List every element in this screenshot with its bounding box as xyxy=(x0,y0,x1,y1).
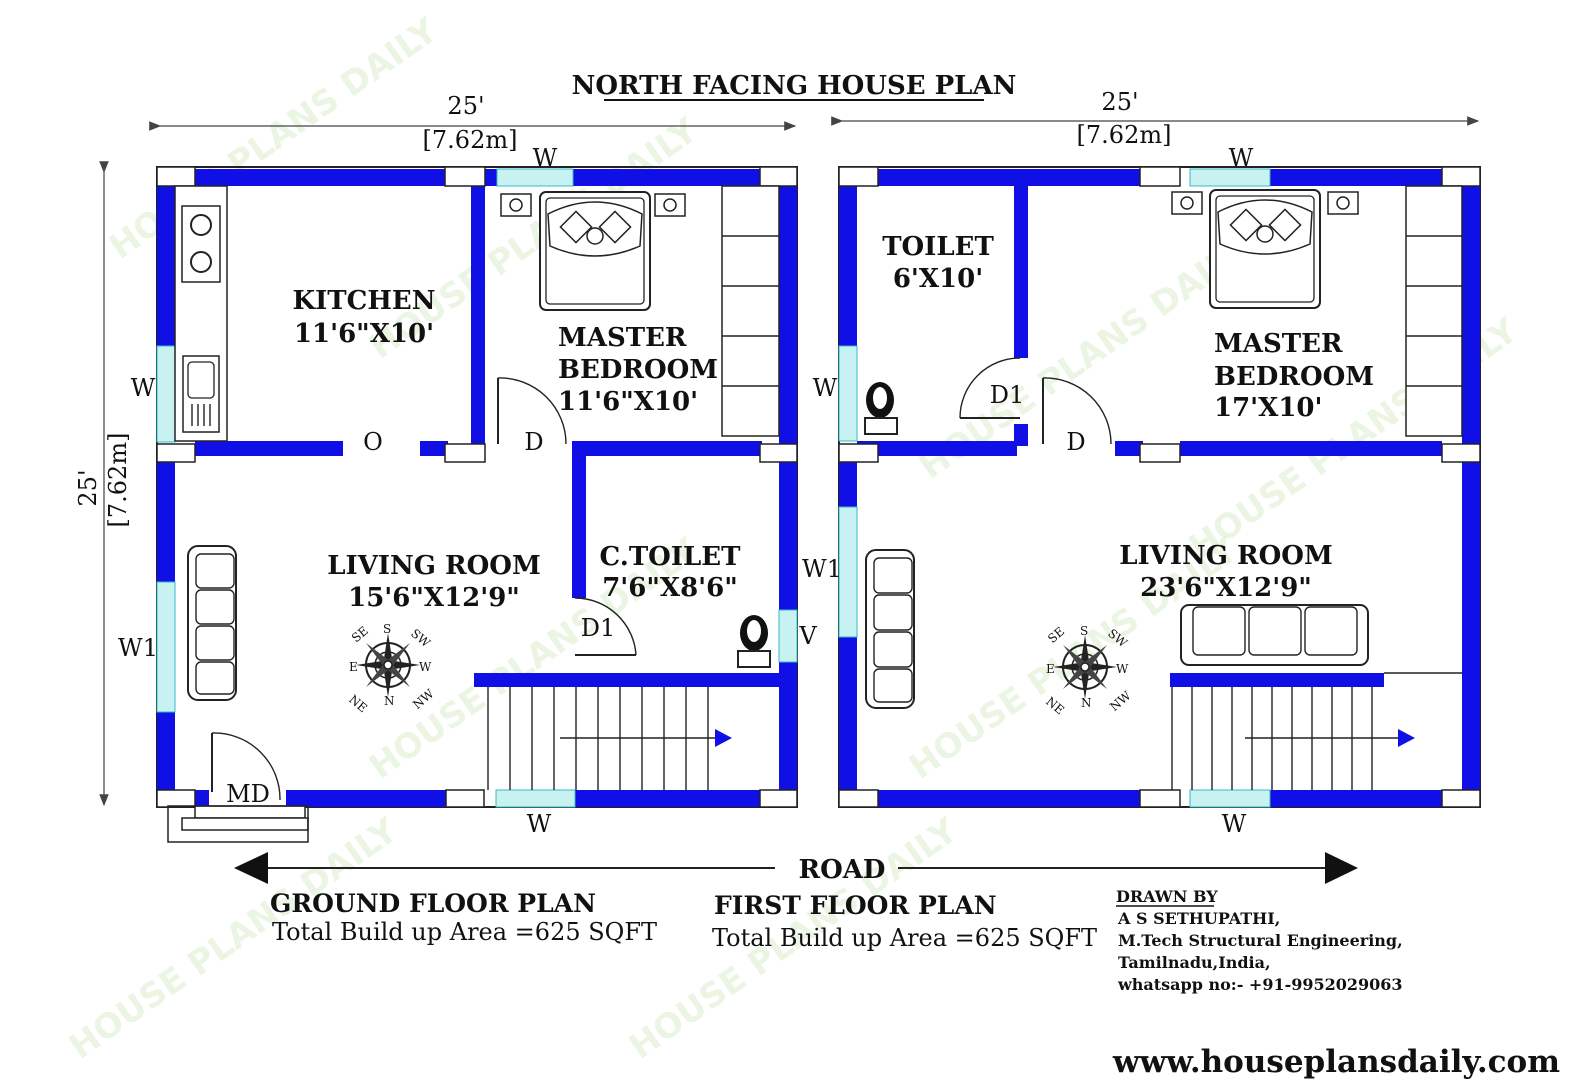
compass-ne: NE xyxy=(346,692,370,715)
website-url: www.houseplansdaily.com xyxy=(1112,1044,1560,1080)
ff-window-bottom-label: W xyxy=(1222,810,1247,838)
page-title: NORTH FACING HOUSE PLAN xyxy=(572,71,1017,101)
toilet-door xyxy=(574,597,637,656)
ff-window-top-label: W xyxy=(1229,144,1254,172)
ground-height-dimension-metric: [7.62m] xyxy=(104,433,132,528)
credits-block: DRAWN BY A S SETHUPATHI, M.Tech Structur… xyxy=(1116,887,1403,994)
ff-window-left-lower-label: W1 xyxy=(802,555,842,583)
ventilator xyxy=(778,609,798,663)
ff-toilet-door xyxy=(959,357,1021,419)
toilet-icon xyxy=(737,615,771,668)
first-width-dimension-metric: [7.62m] xyxy=(1077,121,1172,149)
ff-staircase xyxy=(1171,672,1462,790)
first-floor-plan: 25' [7.62m] xyxy=(802,88,1481,838)
credits-heading: DRAWN BY xyxy=(1116,887,1218,906)
compass-w: W xyxy=(419,660,432,674)
ff-compass-s: S xyxy=(1080,624,1088,638)
ff-window-left-label: W xyxy=(813,374,838,402)
ff-compass-e: E xyxy=(1046,662,1055,676)
ground-floor-caption: GROUND FLOOR PLAN xyxy=(270,889,596,918)
kitchen-counter xyxy=(174,185,228,442)
compass-se: SE xyxy=(349,624,371,646)
ventilator-label: V xyxy=(798,622,817,650)
credits-location: Tamilnadu,India, xyxy=(1118,953,1271,972)
window-left-lower xyxy=(156,581,176,713)
master-bedroom-size: 11'6"X10' xyxy=(558,387,698,417)
window-left-label: W xyxy=(131,374,156,402)
ff-sofa-horizontal-icon xyxy=(1180,604,1369,666)
staircase xyxy=(487,687,732,790)
ff-toilet-icon xyxy=(864,382,898,435)
ff-toilet-door-label: D1 xyxy=(990,381,1025,409)
ff-toilet-size: 6'X10' xyxy=(893,264,983,294)
road-label: ROAD xyxy=(799,855,886,885)
opening-label: O xyxy=(363,428,383,456)
ff-window-left-lower xyxy=(838,506,858,638)
toilet-door-label: D1 xyxy=(581,614,616,642)
ground-width-dimension: 25' xyxy=(447,92,484,120)
wardrobe xyxy=(721,185,780,437)
kitchen-label: KITCHEN xyxy=(293,286,436,316)
ff-bed-icon xyxy=(1171,189,1359,309)
ff-window-left xyxy=(838,345,858,442)
window-left-lower-label: W1 xyxy=(118,634,158,662)
ground-width-dimension-metric: [7.62m] xyxy=(423,126,518,154)
ff-toilet-label: TOILET xyxy=(882,232,994,262)
credits-qualification: M.Tech Structural Engineering, xyxy=(1118,931,1403,950)
master-bedroom-label-2: BEDROOM xyxy=(558,355,718,385)
door-label: D xyxy=(524,428,543,456)
first-floor-caption: FIRST FLOOR PLAN xyxy=(714,891,997,920)
ff-compass-n: N xyxy=(1081,696,1092,710)
window-bottom xyxy=(495,789,576,808)
compass-e: E xyxy=(349,660,358,674)
ff-door-label: D xyxy=(1066,428,1085,456)
ground-floor-plan: 25' [7.62m] 25' [7.62m] xyxy=(74,92,817,843)
ground-floor-area: Total Build up Area =625 SQFT xyxy=(272,918,657,946)
ff-window-bottom xyxy=(1189,789,1271,808)
main-door xyxy=(167,732,309,843)
ff-wardrobe xyxy=(1405,185,1463,437)
road-indicator: ROAD xyxy=(234,852,1358,885)
window-left xyxy=(156,345,176,443)
first-width-dimension: 25' xyxy=(1101,88,1138,116)
ff-compass-nw: NW xyxy=(1107,688,1134,714)
first-floor-area: Total Build up Area =625 SQFT xyxy=(712,924,1097,952)
main-door-label: MD xyxy=(226,780,270,808)
kitchen-size: 11'6"X10' xyxy=(294,319,434,349)
ff-sofa-icon xyxy=(865,549,915,709)
ff-living-room-size: 23'6"X12'9" xyxy=(1140,573,1312,603)
ff-compass-w: W xyxy=(1116,662,1129,676)
ff-window-top xyxy=(1189,168,1271,187)
ff-bedroom-door xyxy=(1042,377,1112,445)
ff-living-room-label: LIVING ROOM xyxy=(1119,541,1332,571)
svg-text:HOUSE PLANS DAILY: HOUSE PLANS DAILY xyxy=(102,10,445,267)
ground-height-dimension: 25' xyxy=(74,469,102,506)
sofa-icon xyxy=(187,545,237,701)
bedroom-door xyxy=(497,377,567,445)
compass-sw: SW xyxy=(408,626,433,650)
window-top-label: W xyxy=(533,144,558,172)
compass-s: S xyxy=(383,622,391,636)
credits-name: A S SETHUPATHI, xyxy=(1117,909,1280,928)
compass-icon xyxy=(355,632,421,698)
compass-n: N xyxy=(384,694,395,708)
credits-contact: whatsapp no:- +91-9952029063 xyxy=(1117,975,1403,994)
window-bottom-label: W xyxy=(527,810,552,838)
common-toilet-label: C.TOILET xyxy=(600,542,742,572)
living-room-size: 15'6"X12'9" xyxy=(348,583,520,613)
living-room-label: LIVING ROOM xyxy=(327,551,540,581)
bed-icon xyxy=(500,191,686,311)
ff-master-bedroom-label-2: BEDROOM xyxy=(1214,362,1374,392)
common-toilet-size: 7'6"X8'6" xyxy=(602,573,738,603)
master-bedroom-label-1: MASTER xyxy=(558,323,687,353)
window-top xyxy=(496,168,574,187)
ff-master-bedroom-label-1: MASTER xyxy=(1214,329,1343,359)
ff-master-bedroom-size: 17'X10' xyxy=(1214,393,1322,423)
